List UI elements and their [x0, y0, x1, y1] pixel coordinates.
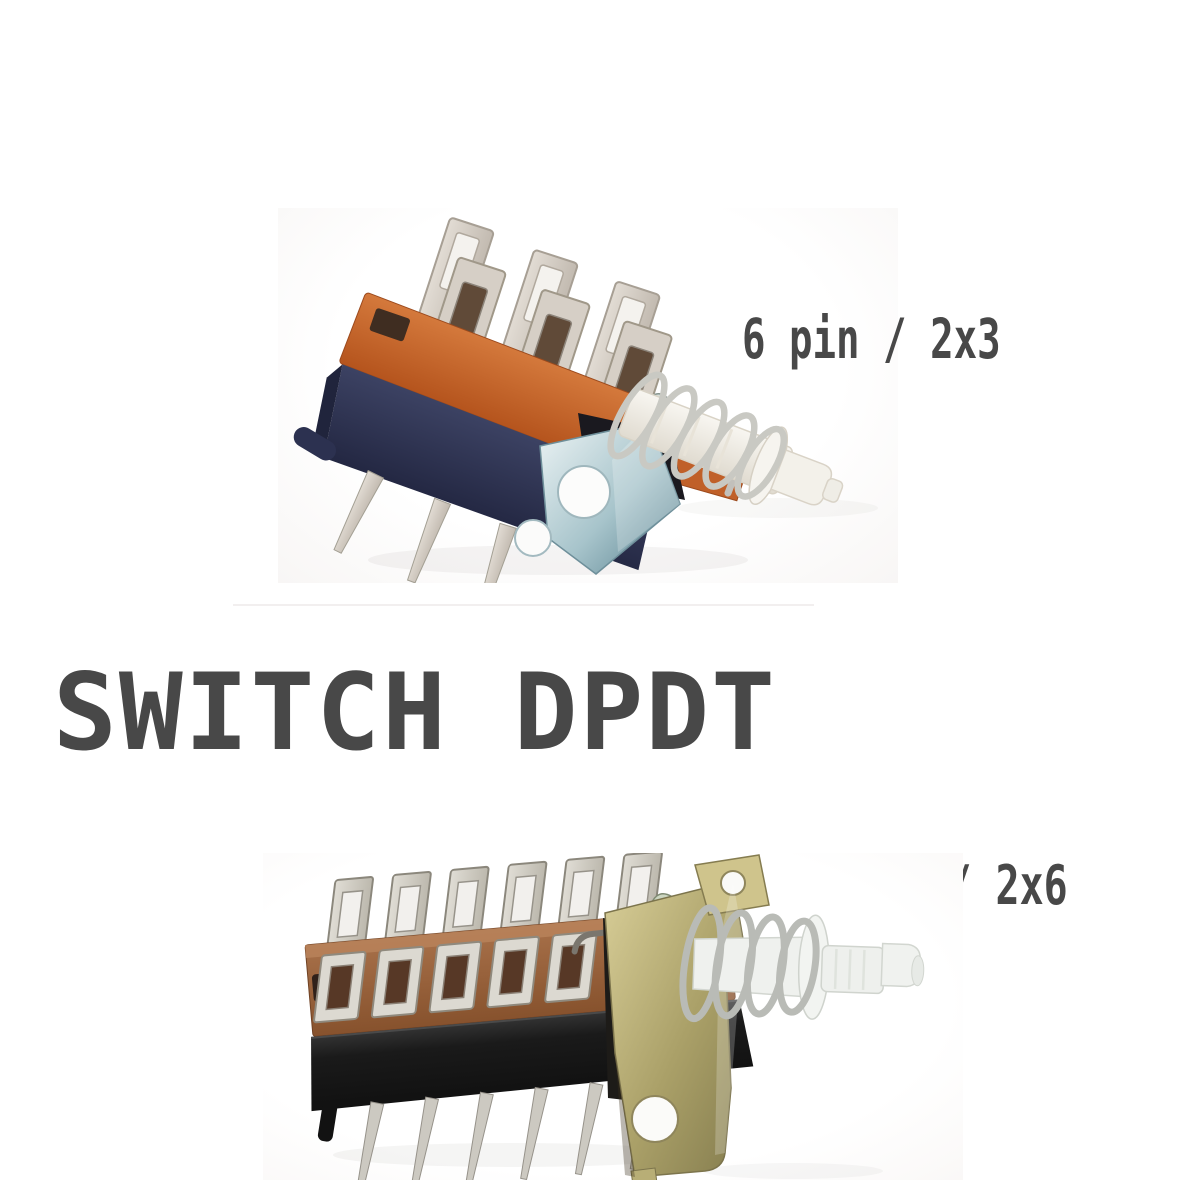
solder-pin: [520, 1086, 549, 1180]
solder-pin: [410, 1096, 440, 1180]
solder-pin: [465, 1091, 494, 1180]
plunger-nub: [821, 477, 844, 503]
bracket-hole: [720, 870, 746, 896]
divider-line: [233, 604, 814, 606]
terminal-lug: [441, 865, 490, 946]
terminal-lug: [556, 855, 606, 936]
shadow: [703, 1163, 883, 1179]
terminal-lug: [428, 940, 483, 1014]
shadow: [368, 545, 748, 575]
plunger-shaft: [820, 944, 886, 995]
bracket-hole: [514, 519, 552, 557]
plunger-end: [911, 955, 925, 987]
return-spring: [679, 904, 820, 1023]
shadow: [678, 498, 878, 518]
photo-switch-6pin: [278, 208, 898, 583]
bracket-hole: [557, 465, 611, 519]
terminal-lug: [544, 930, 598, 1004]
switch-12pin-illustration: [304, 853, 925, 1180]
housing-stub: [317, 1101, 338, 1142]
solder-pin: [406, 497, 452, 583]
solder-pin: [333, 469, 385, 554]
photo-switch-12pin: [263, 853, 963, 1180]
solder-pin: [574, 1082, 604, 1176]
terminal-lug: [370, 945, 425, 1019]
terminal-lug: [498, 860, 548, 941]
housing-stub: [293, 427, 337, 461]
switch-6pin-illustration: [293, 217, 878, 583]
housing-base-side: [312, 364, 343, 458]
return-spring: [607, 371, 788, 500]
terminal-lug: [313, 950, 367, 1024]
label-6pin: 6 pin / 2x3: [742, 307, 1001, 371]
housing-slot: [369, 308, 410, 342]
headline: SWITCH DPDT: [53, 651, 777, 774]
solder-pin: [478, 522, 517, 583]
terminal-lug: [486, 935, 540, 1009]
bracket-hole: [631, 1095, 679, 1143]
solder-pin: [355, 1101, 385, 1180]
bracket-foot: [630, 1167, 658, 1180]
